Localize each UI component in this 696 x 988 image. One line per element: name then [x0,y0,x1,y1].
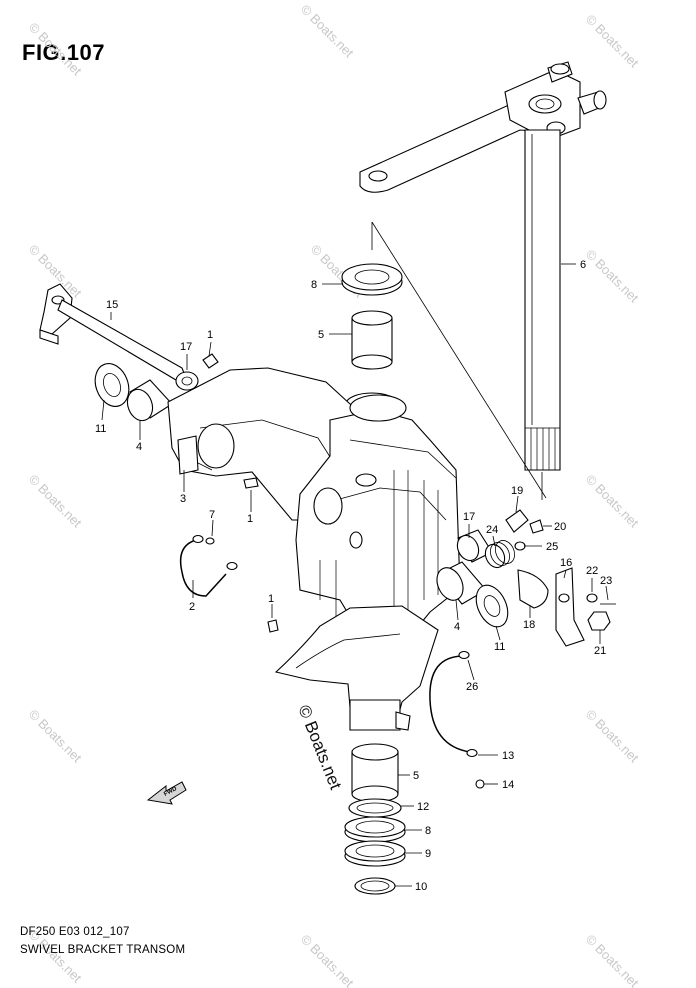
callout-14: 14 [502,779,514,791]
callout-21: 21 [594,645,606,657]
watermark: © Boats.net [583,932,642,988]
callout-24: 24 [486,524,498,536]
left-bushing-set [94,353,219,422]
watermark: © Boats.net [583,472,642,531]
model-code: DF250 E03 012_107 [20,926,130,938]
callout-11: 11 [95,423,106,435]
upper-bush-stack [341,263,403,416]
watermark: © Boats.net [26,20,85,79]
figure-caption: SWIVEL BRACKET TRANSOM [20,944,186,956]
callout-5: 5 [413,770,419,782]
watermark: © Boats.net [583,247,642,306]
bottom-bush-stack [344,743,406,895]
leader-lines [101,263,609,887]
figure-title: FIG.107 [22,40,105,65]
callout-1: 1 [268,593,274,605]
callout-22: 22 [586,565,598,577]
shaft-splines [525,427,560,470]
watermark: © Boats.net [298,932,357,988]
callout-16: 16 [560,557,572,569]
callout-4: 4 [136,441,142,453]
callout-20: 20 [554,521,566,533]
callout-8: 8 [311,279,317,291]
tilt-tube [39,283,187,381]
callout-1: 1 [207,329,213,341]
ground-wires [179,477,485,789]
callout-26: 26 [466,681,478,693]
callout-6: 6 [580,259,586,271]
watermark: © Boats.net [298,2,357,61]
watermark: © Boats.net [26,472,85,531]
callout-23: 23 [600,575,612,587]
callout-8: 8 [425,825,431,837]
steering-arm-and-shaft [359,61,607,500]
callout-4: 4 [454,621,460,633]
housing-ribs [319,470,439,620]
swivel-bracket-body [167,367,461,731]
callout-12: 12 [417,801,429,813]
watermark: © Boats.net [26,707,85,766]
callout-18: 18 [523,619,535,631]
callout-2: 2 [189,601,195,613]
callout-17: 17 [463,511,475,523]
callout-25: 25 [546,541,558,553]
callout-7: 7 [209,509,215,521]
watermark: © Boats.net [583,707,642,766]
callout-17: 17 [180,341,192,353]
watermark-large: © Boats.net [294,702,345,792]
callout-5: 5 [318,329,324,341]
right-bushing-set [436,529,526,628]
watermark: © Boats.net [583,12,642,71]
callout-1: 1 [247,513,253,525]
callout-19: 19 [511,485,523,497]
forward-arrow: FWD [146,781,187,805]
callout-10: 10 [415,881,427,893]
callout-labels: 1 1 1 2 3 4 4 5 5 6 7 8 8 9 10 11 11 12 … [95,259,612,893]
callout-13: 13 [502,750,514,762]
callout-3: 3 [180,493,186,505]
callout-11: 11 [494,641,505,653]
callout-15: 15 [106,299,118,311]
right-hardware-cluster [505,509,616,647]
callout-9: 9 [425,848,431,860]
